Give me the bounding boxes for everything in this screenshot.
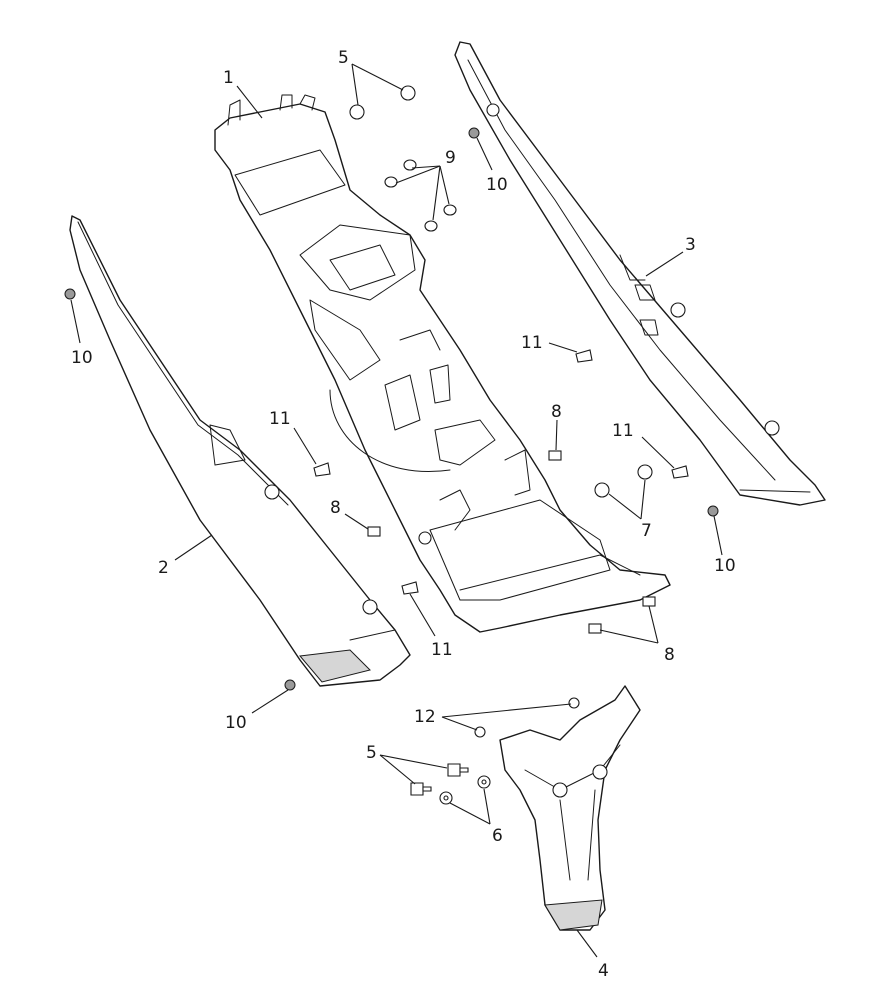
callout-labels: 1 2 3 4 5 5 6 7 8 8 8 9 10 10 10 10 11 1… — [71, 48, 736, 981]
callout-9: 9 — [445, 148, 456, 168]
callout-6: 6 — [492, 826, 503, 846]
hardware-items — [64, 85, 719, 805]
callout-5-top: 5 — [338, 48, 349, 68]
callout-8-lower: 8 — [664, 645, 675, 665]
callout-8-middle: 8 — [330, 498, 341, 518]
callout-11-bottom: 11 — [431, 640, 453, 660]
callout-10-bottom: 10 — [225, 713, 247, 733]
part-2-left-side-panel — [69, 215, 411, 687]
part-1-main-undertray — [214, 94, 671, 633]
callout-10-top: 10 — [486, 175, 508, 195]
callout-8-upper: 8 — [551, 402, 562, 422]
part-4-rear-hugger — [499, 685, 641, 931]
callout-12: 12 — [414, 707, 436, 727]
leader-lines — [70, 63, 723, 958]
callout-7: 7 — [641, 521, 652, 541]
callout-2: 2 — [158, 558, 169, 578]
callout-10-right: 10 — [714, 556, 736, 576]
callout-11-right: 11 — [612, 421, 634, 441]
callout-3: 3 — [685, 235, 696, 255]
callout-4: 4 — [598, 961, 609, 981]
callout-11-left: 11 — [269, 409, 291, 429]
callout-5-bottom: 5 — [366, 743, 377, 763]
callout-1: 1 — [223, 68, 234, 88]
part-3-right-side-rail — [454, 41, 826, 506]
callout-11-center: 11 — [521, 333, 543, 353]
callout-10-left: 10 — [71, 348, 93, 368]
